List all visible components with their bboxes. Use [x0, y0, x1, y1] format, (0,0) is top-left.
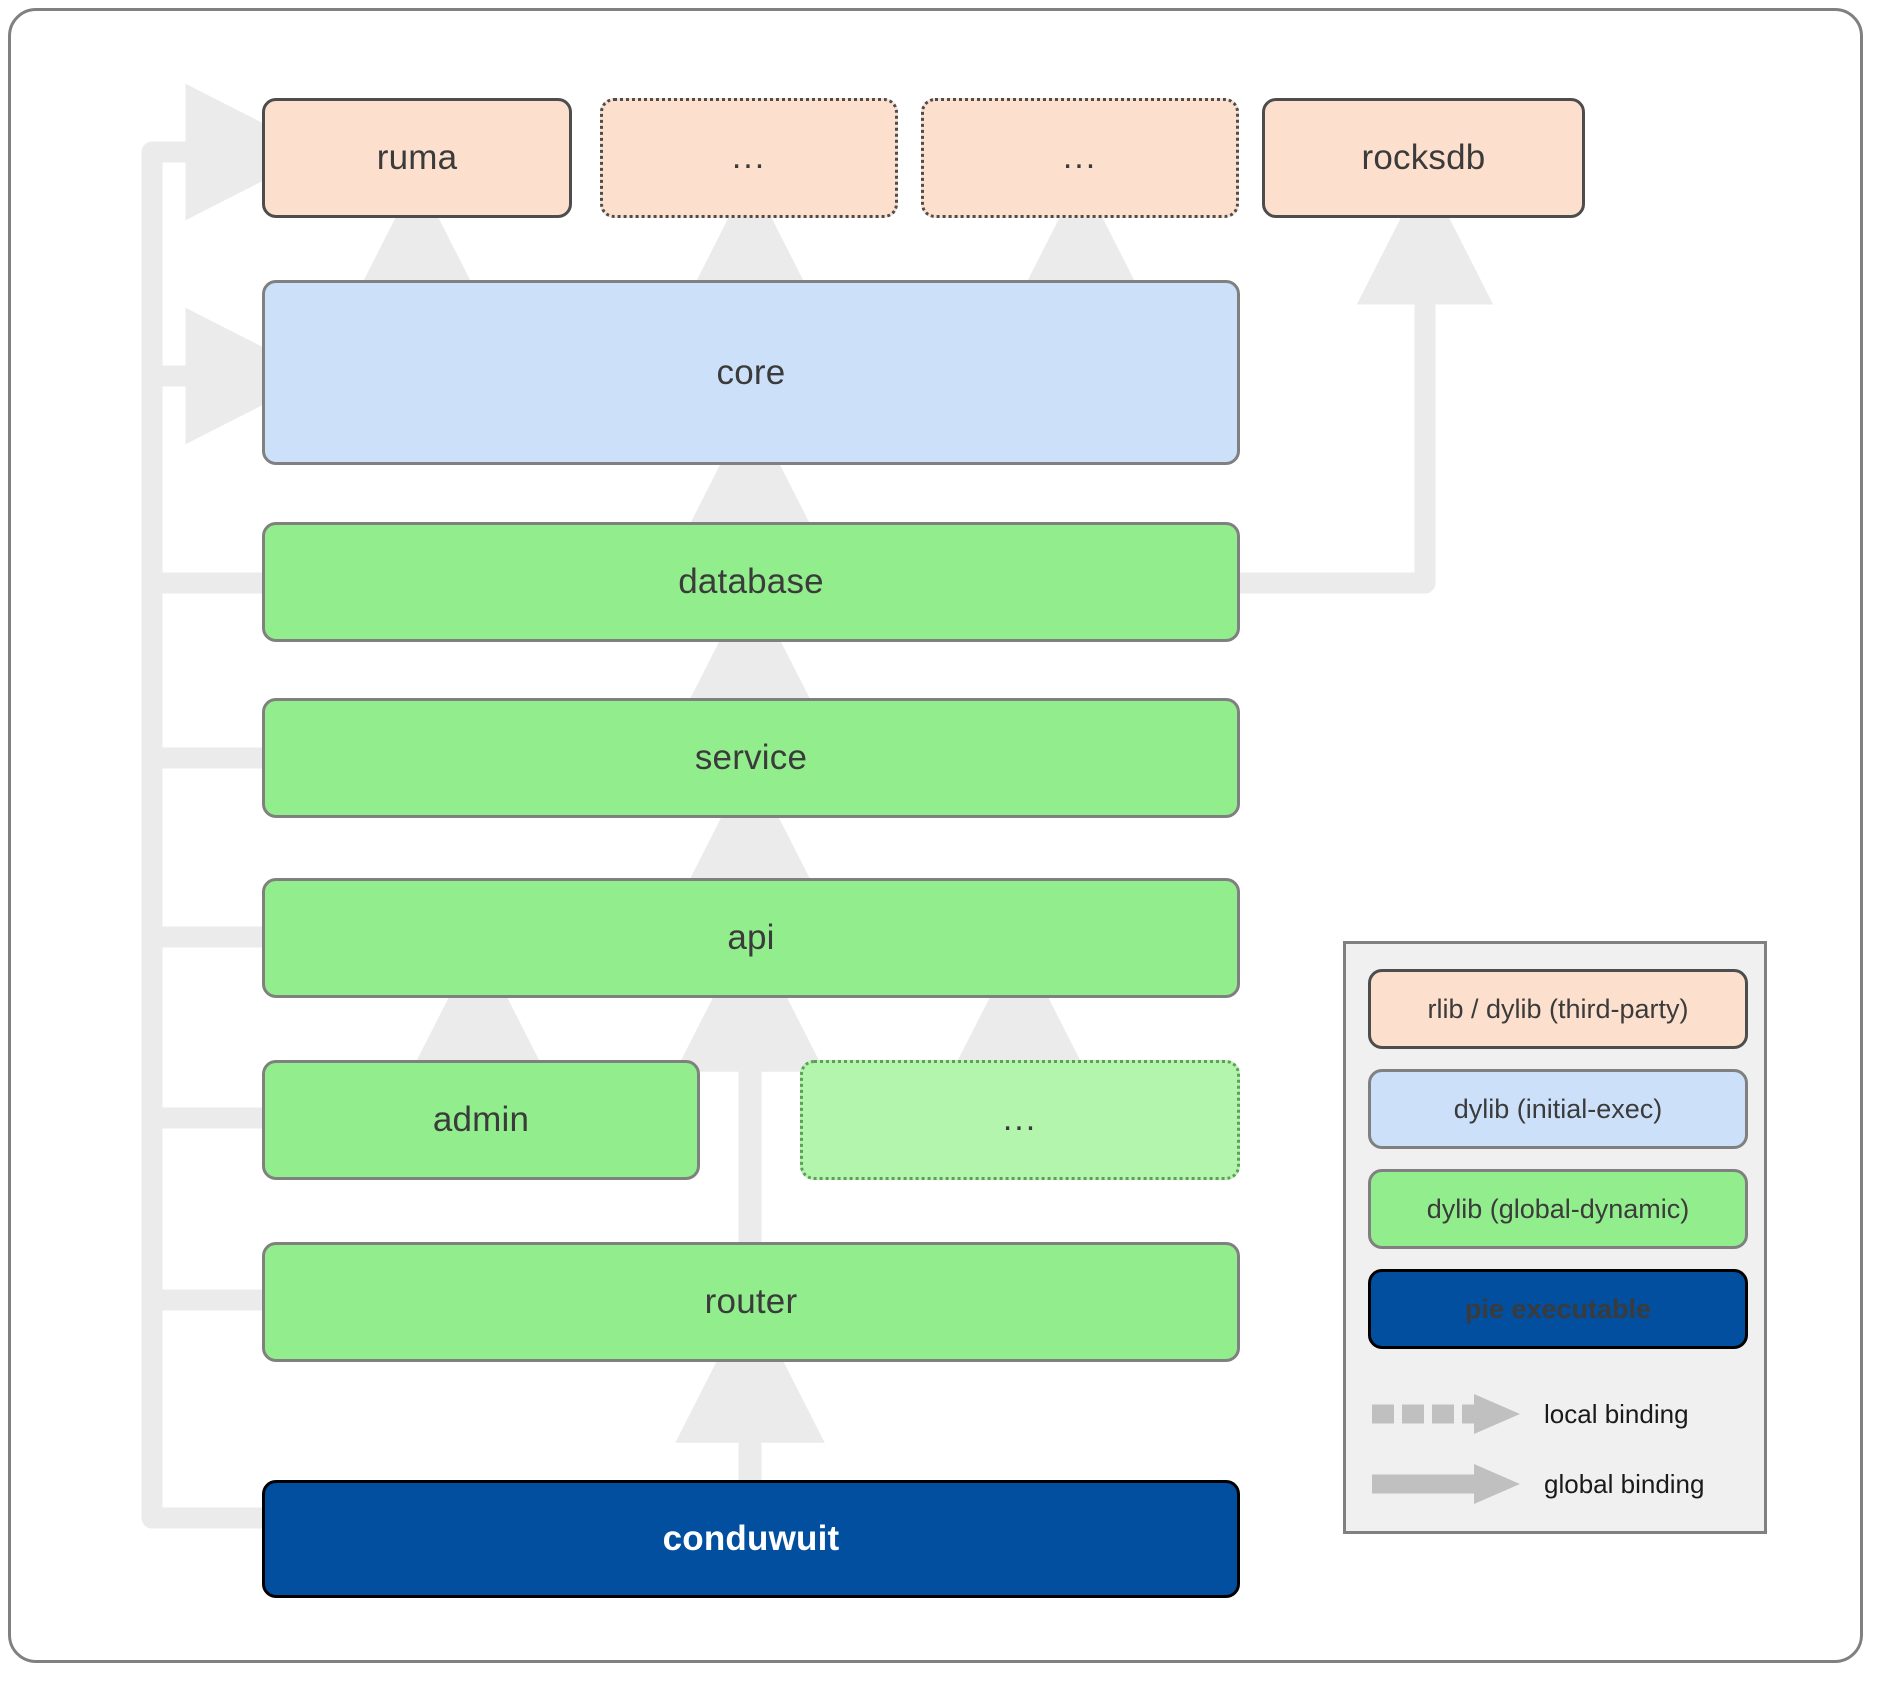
legend-swatch-third-party: rlib / dylib (third-party) [1368, 969, 1748, 1049]
node-database-label: database [678, 562, 824, 601]
legend-swatch-initial-exec: dylib (initial-exec) [1368, 1069, 1748, 1149]
node-admin-label: admin [432, 1100, 530, 1139]
global-binding-arrow-icon [1368, 1461, 1528, 1507]
node-mid-dots[interactable]: ... [800, 1060, 1240, 1180]
legend-swatch-global-dynamic: dylib (global-dynamic) [1368, 1169, 1748, 1249]
node-api-label: api [727, 918, 775, 957]
node-top-dots-1-label: ... [731, 138, 767, 177]
node-rocksdb-label: rocksdb [1361, 138, 1486, 177]
legend-swatch-third-party-label: rlib / dylib (third-party) [1427, 993, 1689, 1024]
node-admin[interactable]: admin [262, 1060, 700, 1180]
legend-swatch-initial-exec-label: dylib (initial-exec) [1453, 1093, 1663, 1124]
node-service[interactable]: service [262, 698, 1240, 818]
node-router[interactable]: router [262, 1242, 1240, 1362]
legend-swatch-global-dynamic-label: dylib (global-dynamic) [1426, 1193, 1690, 1224]
node-top-dots-1[interactable]: ... [600, 98, 898, 218]
node-conduwuit[interactable]: conduwuit [262, 1480, 1240, 1598]
legend-swatch-pie-executable-label: pie executable [1464, 1293, 1652, 1324]
legend-swatch-pie-executable: pie executable [1368, 1269, 1748, 1349]
node-ruma-label: ruma [376, 138, 458, 177]
node-database[interactable]: database [262, 522, 1240, 642]
node-ruma[interactable]: ruma [262, 98, 572, 218]
node-mid-dots-label: ... [1002, 1100, 1038, 1139]
legend-row-local-binding: local binding [1368, 1384, 1748, 1444]
node-conduwuit-label: conduwuit [662, 1519, 840, 1558]
legend-row-global-binding: global binding [1368, 1454, 1748, 1514]
legend-panel: rlib / dylib (third-party) dylib (initia… [1343, 941, 1767, 1534]
node-core-label: core [716, 352, 786, 392]
legend-global-binding-label: global binding [1544, 1468, 1705, 1499]
local-binding-arrow-icon [1368, 1391, 1528, 1437]
node-service-label: service [694, 738, 808, 777]
node-core[interactable]: core [262, 280, 1240, 465]
legend-local-binding-label: local binding [1544, 1398, 1689, 1429]
node-top-dots-2[interactable]: ... [921, 98, 1239, 218]
node-api[interactable]: api [262, 878, 1240, 998]
node-top-dots-2-label: ... [1062, 138, 1098, 177]
node-router-label: router [704, 1282, 798, 1321]
node-rocksdb[interactable]: rocksdb [1262, 98, 1585, 218]
